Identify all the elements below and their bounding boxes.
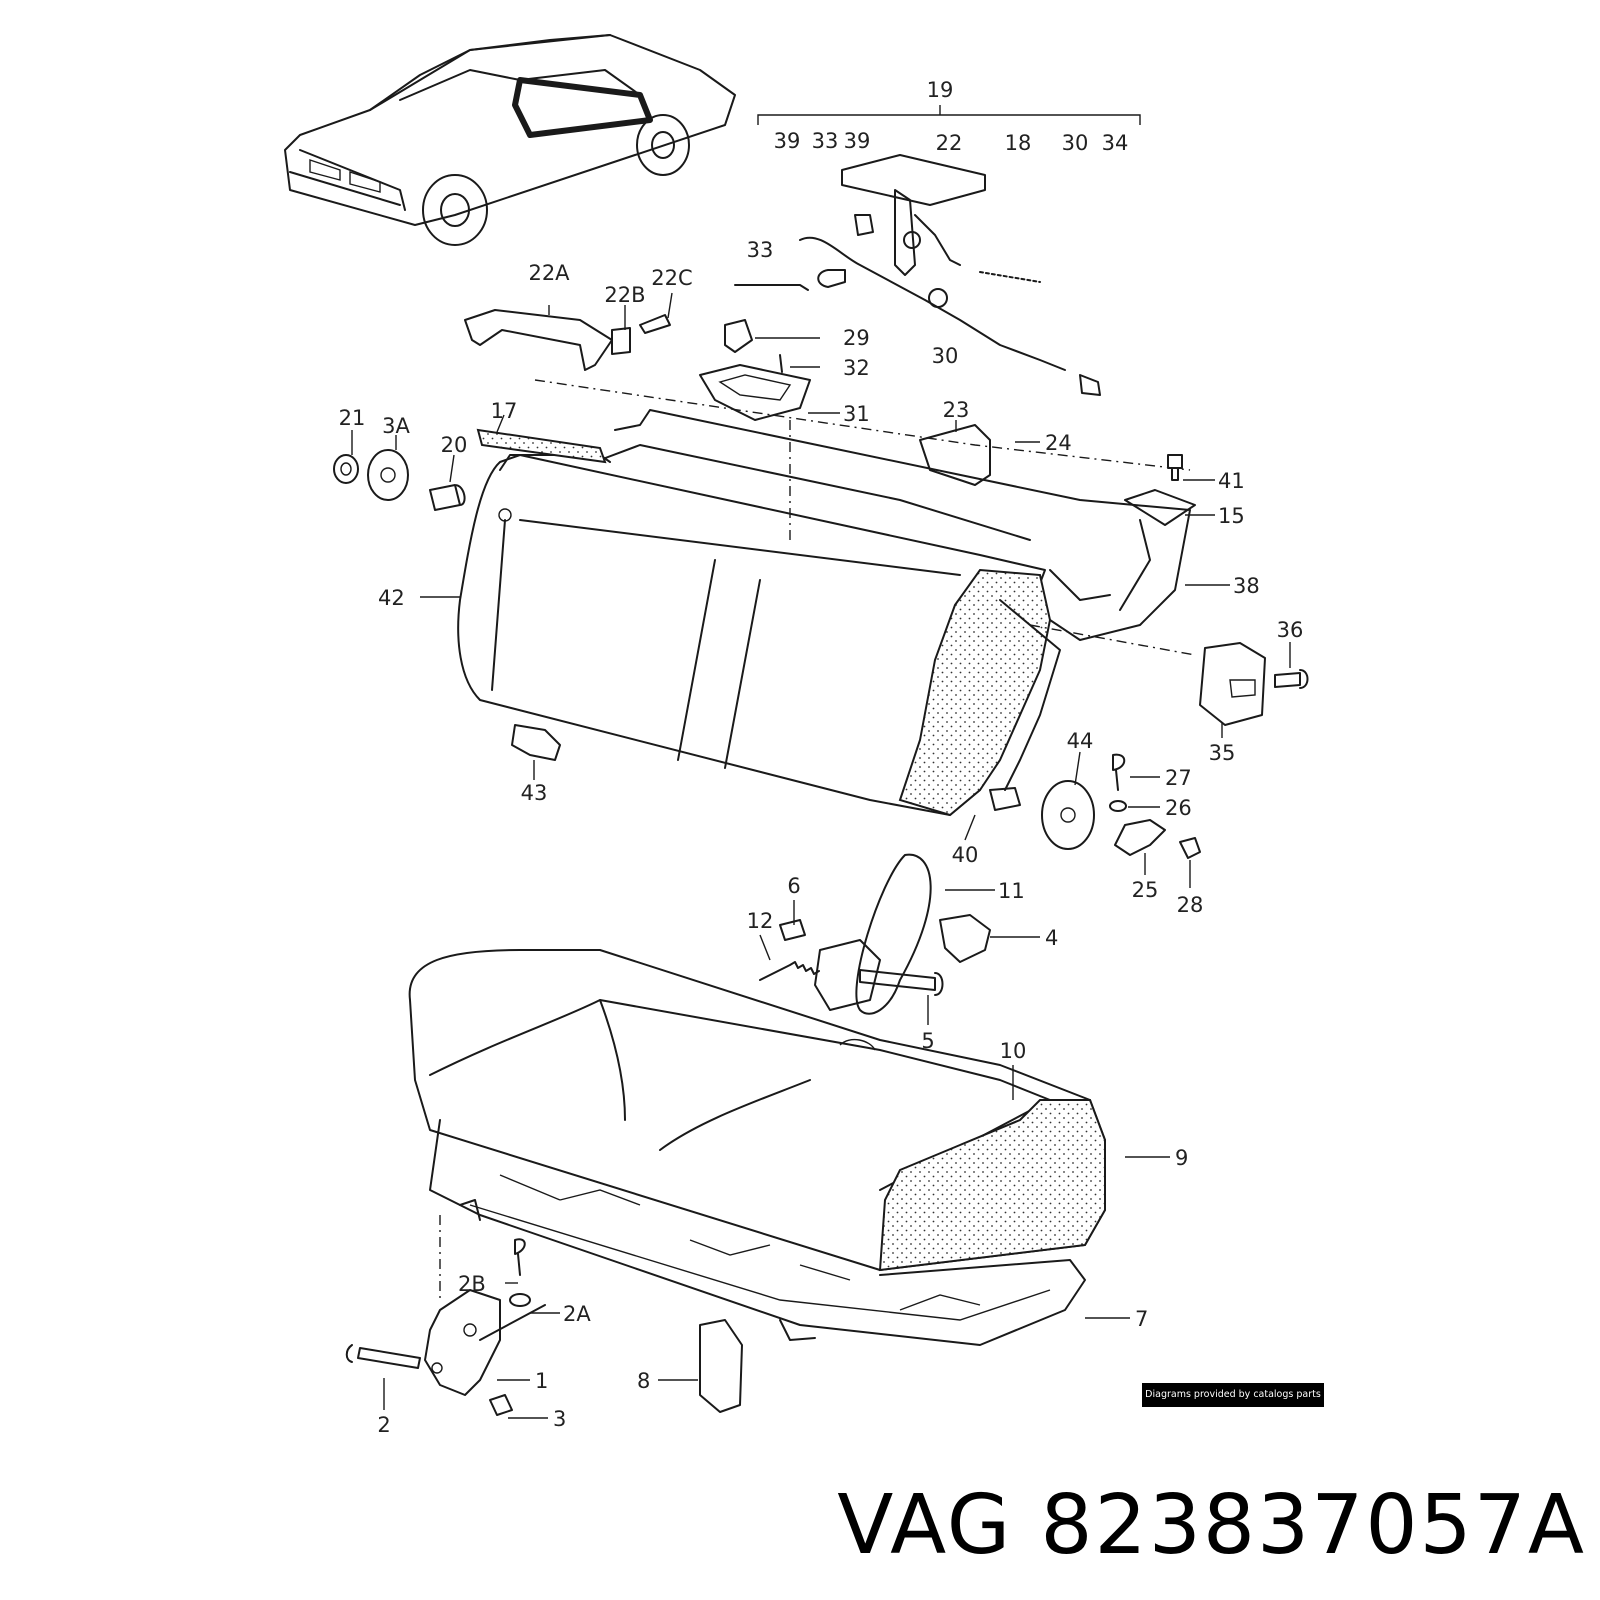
part-42-backrest	[457, 454, 1052, 817]
callout-19: 19	[927, 78, 954, 102]
part-22A-handle	[464, 309, 613, 371]
callout-38: 38	[1233, 574, 1260, 598]
part-4-hinge	[939, 914, 991, 963]
part-40-link	[989, 787, 1021, 811]
part-1-hinge	[424, 1289, 501, 1396]
callout-24: 24	[1045, 431, 1072, 455]
part-3A-disc	[367, 449, 409, 501]
part-number-title: VAG 823837057A	[837, 1478, 1586, 1573]
callout-9: 9	[1175, 1146, 1188, 1170]
callout-7: 7	[1135, 1307, 1148, 1331]
part-15-plate	[1124, 489, 1196, 526]
part-27-screw	[1112, 753, 1126, 791]
callout-17: 17	[491, 399, 518, 423]
part-7-seat-frame	[429, 1119, 1086, 1346]
callout-41: 41	[1218, 469, 1245, 493]
part-6-clip	[779, 919, 806, 941]
callout-2A: 2A	[563, 1302, 591, 1326]
part-10-seat-cushion	[408, 949, 1106, 1272]
callout-23: 23	[943, 398, 970, 422]
part-31-bezel	[699, 364, 811, 421]
latch-assembly	[734, 154, 1101, 396]
callout-12: 12	[747, 909, 774, 933]
callout-4: 4	[1045, 926, 1058, 950]
callout-43: 43	[521, 781, 548, 805]
callout-42: 42	[378, 586, 405, 610]
part-29-knob	[724, 319, 753, 353]
callout-30-mid: 30	[932, 344, 959, 368]
callout-3: 3	[553, 1407, 566, 1431]
callout-31: 31	[843, 402, 870, 426]
callout-1: 1	[535, 1369, 548, 1393]
callout-labels: 19 39 33 39 22 18 30 34 33 22A 22B 22C 2…	[339, 78, 1304, 1437]
callout-10: 10	[1000, 1039, 1027, 1063]
callout-27: 27	[1165, 766, 1192, 790]
callout-33-top: 33	[812, 129, 839, 153]
backrest-frame	[599, 409, 1191, 791]
callout-2: 2	[377, 1413, 390, 1437]
callout-18: 18	[1005, 131, 1032, 155]
part-21-washer	[333, 454, 359, 484]
part-8-bracket	[699, 1319, 743, 1413]
part-22B-clip	[611, 327, 631, 355]
callout-39-left: 39	[774, 129, 801, 153]
callout-26: 26	[1165, 796, 1192, 820]
callout-22C: 22C	[651, 266, 692, 290]
callout-20: 20	[441, 433, 468, 457]
part-17-strip	[476, 428, 607, 464]
part-2A-washer	[509, 1293, 531, 1307]
part-26-washer	[1109, 800, 1127, 812]
callout-25: 25	[1132, 878, 1159, 902]
group-bracket-19	[757, 105, 1141, 125]
car-illustration	[284, 34, 736, 246]
part-3-clip	[489, 1394, 513, 1416]
part-5-bolt	[859, 969, 944, 996]
callout-39-right: 39	[844, 129, 871, 153]
part-12-spring	[759, 961, 820, 981]
callout-5: 5	[921, 1029, 934, 1053]
callout-8: 8	[637, 1369, 650, 1393]
callout-29: 29	[843, 326, 870, 350]
callout-40: 40	[952, 843, 979, 867]
dashed-center-line-top	[534, 379, 1191, 471]
dashed-center-line-mid	[1029, 624, 1196, 656]
callout-22A: 22A	[528, 261, 570, 285]
part-2-bolt	[345, 1344, 421, 1369]
part-35-latch-body	[1199, 642, 1266, 726]
leader-lines	[351, 292, 1291, 1419]
part-20-bolt	[429, 484, 466, 511]
callout-11: 11	[998, 879, 1025, 903]
part-2B-screw	[514, 1238, 526, 1276]
callout-28: 28	[1177, 893, 1204, 917]
callout-32: 32	[843, 356, 870, 380]
part-11-strap	[855, 853, 932, 1015]
callout-22: 22	[936, 131, 963, 155]
callout-35: 35	[1209, 741, 1236, 765]
callout-21: 21	[339, 406, 366, 430]
callout-34: 34	[1102, 131, 1129, 155]
part-28-clip	[1179, 837, 1201, 859]
callout-6: 6	[787, 874, 800, 898]
part-25-bracket	[1114, 819, 1166, 856]
part-41-bolt	[1167, 454, 1183, 481]
diagram-credit-badge: Diagrams provided by catalogs parts	[1142, 1383, 1324, 1407]
part-36-bolt	[1274, 669, 1309, 689]
callout-36: 36	[1277, 618, 1304, 642]
callout-30-top: 30	[1062, 131, 1089, 155]
callout-2B: 2B	[458, 1272, 486, 1296]
callout-3A: 3A	[382, 414, 410, 438]
callout-15: 15	[1218, 504, 1245, 528]
part-43-clip	[511, 724, 561, 761]
callout-22B: 22B	[604, 283, 645, 307]
part-22C-screw	[639, 314, 671, 334]
callout-33-mid: 33	[747, 238, 774, 262]
callout-44: 44	[1067, 729, 1094, 753]
part-44-disc	[1041, 780, 1095, 850]
